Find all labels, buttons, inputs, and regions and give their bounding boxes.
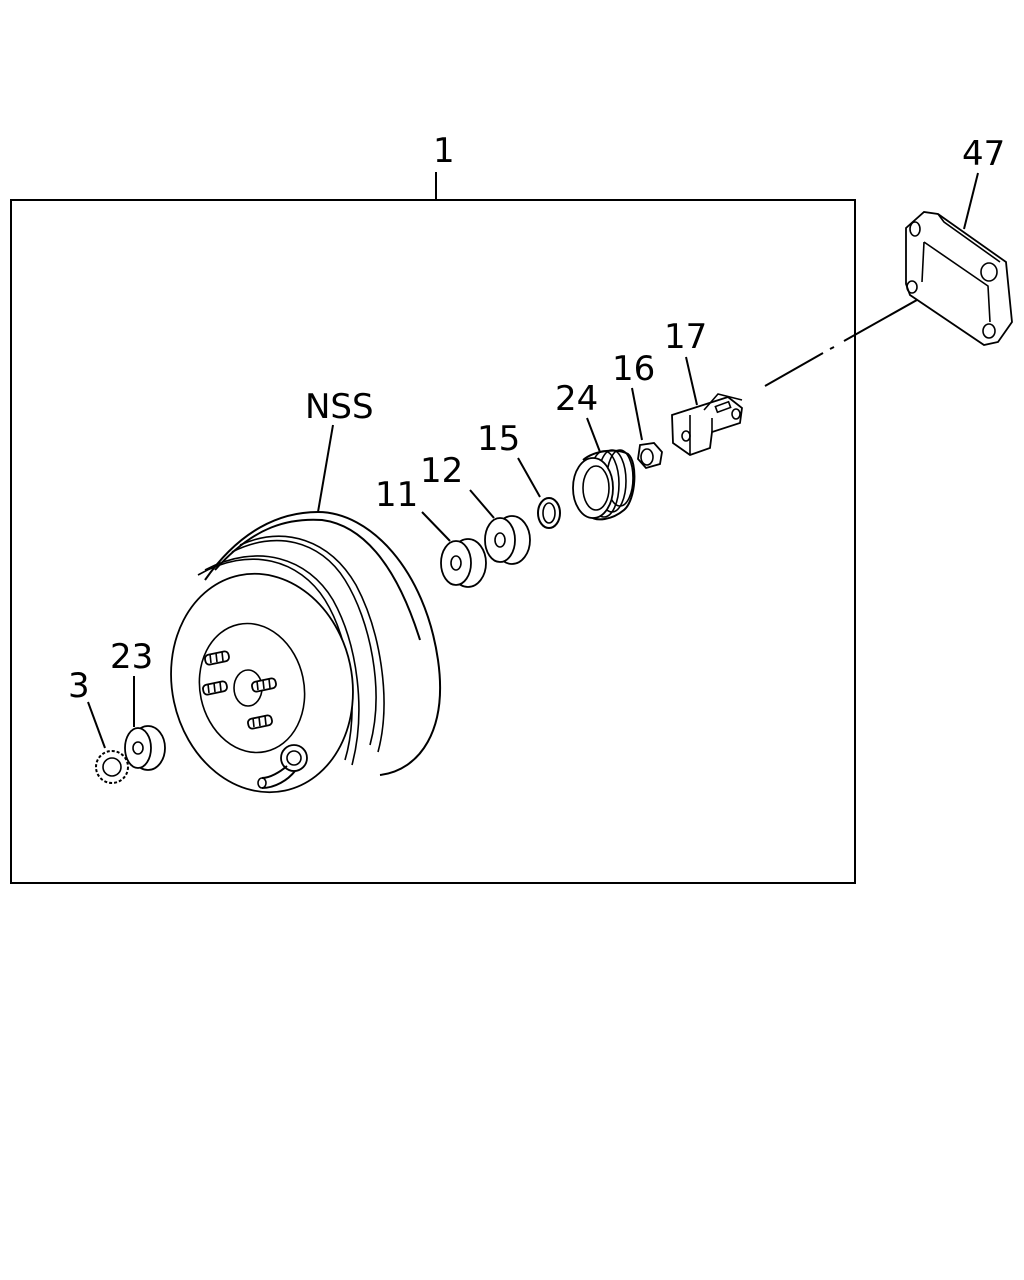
lock-washer [95,750,129,784]
leader-16 [631,387,643,441]
leader-24 [586,417,601,453]
nut-16 [637,442,663,470]
bushing-23 [124,725,166,771]
label-12: 12 [420,451,463,491]
assembly-frame [10,199,856,884]
leader-17 [685,356,698,406]
label-17: 17 [664,317,707,357]
nss-leader [317,424,334,513]
leader-47 [963,172,979,230]
label-23: 23 [110,637,153,677]
leader-3 [87,701,106,749]
booster-studs [202,650,277,730]
leader-11 [421,511,451,542]
spacer-11 [440,538,487,588]
leader-15 [517,457,541,498]
center-line-b [829,346,835,350]
label-nss: NSS [305,387,374,427]
vacuum-fitting [257,744,308,789]
label-15: 15 [477,419,520,459]
label-47: 47 [962,134,1005,174]
bracket-47 [905,211,1013,346]
label-assembly: 1 [433,131,455,171]
spacer-12 [484,515,531,565]
label-16: 16 [612,349,655,389]
leader-12 [469,489,495,519]
label-11: 11 [375,475,418,515]
brake-booster [170,510,442,794]
boot-24 [572,449,636,521]
label-24: 24 [555,379,598,419]
label-3: 3 [68,666,90,706]
center-line-a [764,352,824,387]
clevis-17 [671,393,743,457]
seal-ring-15 [537,497,561,529]
